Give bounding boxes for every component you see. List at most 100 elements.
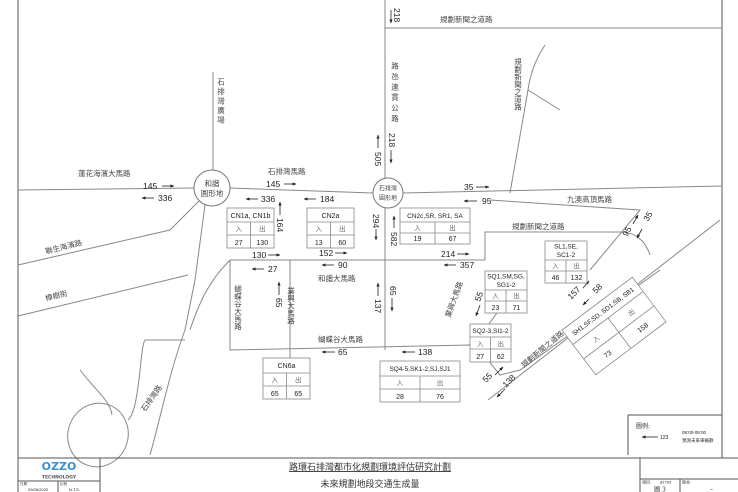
flow-label: 164: [275, 218, 285, 232]
in-header: 入: [492, 292, 499, 300]
road-label: 九澳高頂馬路: [567, 194, 612, 204]
out-value: 76: [436, 394, 444, 401]
roundabout-seac-pai-van: 石排灣 圓形地: [372, 177, 404, 209]
road-label: 聯生海濱路: [44, 237, 83, 256]
flow-label: 55: [472, 290, 485, 303]
project-title: 路環石排灣都市化規劃環境評估研究計劃: [289, 461, 451, 473]
out-value: 67: [449, 236, 457, 243]
flow-label: 145: [266, 179, 280, 189]
road-network: [17, 0, 723, 468]
site-name: SG1-2: [497, 282, 516, 289]
out-header: 出: [449, 223, 456, 232]
site-name: SL1,SE,: [554, 244, 578, 251]
in-header: 入: [397, 379, 404, 387]
in-value: 28: [396, 394, 404, 401]
arrow-up-icon: [494, 366, 504, 376]
site-box-sq2: SQ2-3,SI1-2 入 出 27 62: [469, 323, 512, 363]
in-value: 65: [271, 391, 279, 398]
legend-title: 圖例:: [636, 422, 650, 430]
site-box-sq1: SQ1,SM,SG, SG1-2 入 出 23 71: [484, 270, 528, 314]
flow-label: 582: [389, 232, 399, 246]
flow-label: 294: [371, 214, 381, 228]
out-header: 出: [437, 378, 444, 387]
legend-time: 08:00-09:00: [682, 430, 707, 435]
out-header: 出: [295, 375, 302, 384]
flow-label: 218: [387, 133, 397, 147]
version-label: 版本:: [682, 479, 691, 485]
flow-label: 152: [319, 248, 333, 258]
legend-desc: 預測未來車輛數: [682, 437, 714, 444]
flow-label: 35: [464, 182, 474, 192]
road-label: 和諧大馬路: [318, 273, 356, 283]
arrow-down-icon: [582, 298, 590, 306]
legend: 圖例: 123 08:00-09:00 預測未來車輛數: [627, 414, 722, 455]
flow-label: 90: [338, 260, 348, 270]
in-value: 27: [235, 240, 243, 247]
arrow-up-icon: [632, 214, 639, 225]
logo-subtext: TECHNOLOGY: [42, 475, 77, 481]
in-header: 入: [272, 376, 279, 384]
in-header: 入: [414, 224, 421, 232]
in-value: 73: [603, 350, 614, 360]
flow-label: 65: [388, 286, 398, 296]
arrow-up-icon: [582, 280, 590, 289]
road-label: 蝴蝶谷大馬路: [318, 334, 363, 344]
site-name: SQ4-5,SK1-2,SJ,SJ1: [389, 366, 450, 373]
road-label: 規劃新聞之道路: [440, 14, 493, 24]
out-header: 出: [626, 307, 637, 318]
in-header: 入: [316, 225, 323, 233]
flow-label: 137: [373, 299, 383, 313]
arrow-down-icon: [475, 304, 481, 317]
flow-label: 55: [480, 370, 494, 384]
site-name: CN1a, CN1b: [231, 213, 271, 220]
flow-label: 65: [338, 347, 348, 357]
flow-label: 336: [261, 194, 275, 204]
flow-label: 214: [441, 249, 455, 259]
roundabout-harmony: 和諧 圓形地: [193, 169, 231, 207]
figure-title: 未來規劃地段交通生成量: [320, 478, 419, 490]
logo-text: OZZO: [42, 460, 77, 473]
project-no-label: 項目:: [642, 480, 651, 485]
flow-label: 184: [320, 194, 334, 204]
flow-label: 336: [158, 193, 172, 203]
in-value: 13: [315, 240, 323, 247]
in-header: 入: [552, 262, 559, 270]
site-name: SQ2-3,SI1-2: [472, 328, 509, 335]
flow-label: 35: [641, 210, 655, 223]
in-header: 入: [477, 340, 484, 348]
site-box-sq4: SQ4-5,SK1-2,SJ,SJ1 入 出 28 76: [379, 360, 461, 403]
site-box-cn1: CN1a, CN1b 入 出 27 130: [226, 207, 275, 249]
roundabout-label: 和諧: [205, 178, 220, 188]
road-label: 業興大馬路: [442, 280, 464, 319]
out-value: 132: [571, 275, 583, 282]
arrow-down-icon: [496, 388, 506, 398]
in-value: 19: [414, 236, 422, 243]
road-label: 業興大馬路: [286, 286, 295, 325]
date-value: 29/06/2020: [28, 487, 49, 492]
out-header: 出: [498, 339, 505, 348]
ozzo-logo: OZZO TECHNOLOGY: [42, 460, 77, 481]
in-header: 入: [591, 334, 601, 345]
flow-label: 357: [460, 260, 474, 270]
road-label: 規劃新聞之道路: [519, 328, 566, 370]
site-box-cn6a: CN6a 入 出 65 65: [262, 357, 311, 400]
out-value: 71: [513, 305, 521, 312]
flow-label: 58: [590, 281, 604, 295]
site-box-cn2a: CN2a 入 出 13 60: [306, 207, 355, 249]
legend-sample: 123: [660, 435, 669, 441]
road-label: 規劃新聞之道路: [512, 221, 565, 231]
site-name: CN6a: [278, 363, 296, 370]
out-value: 130: [256, 240, 268, 247]
road-label: 石排灣馬路: [268, 166, 306, 176]
map-frame: [17, 0, 723, 492]
road-label: 規劃新聞之道路: [513, 58, 522, 111]
version-value: –: [710, 487, 713, 492]
scale-label: 比例: [60, 481, 67, 486]
roundabout-label: 圓形地: [201, 188, 224, 198]
out-header: 出: [573, 261, 580, 270]
out-value: 60: [338, 240, 346, 247]
out-header: 出: [259, 224, 266, 233]
road-label: 路氹連貫公路: [390, 61, 399, 125]
site-name: SC1-2: [557, 252, 576, 259]
